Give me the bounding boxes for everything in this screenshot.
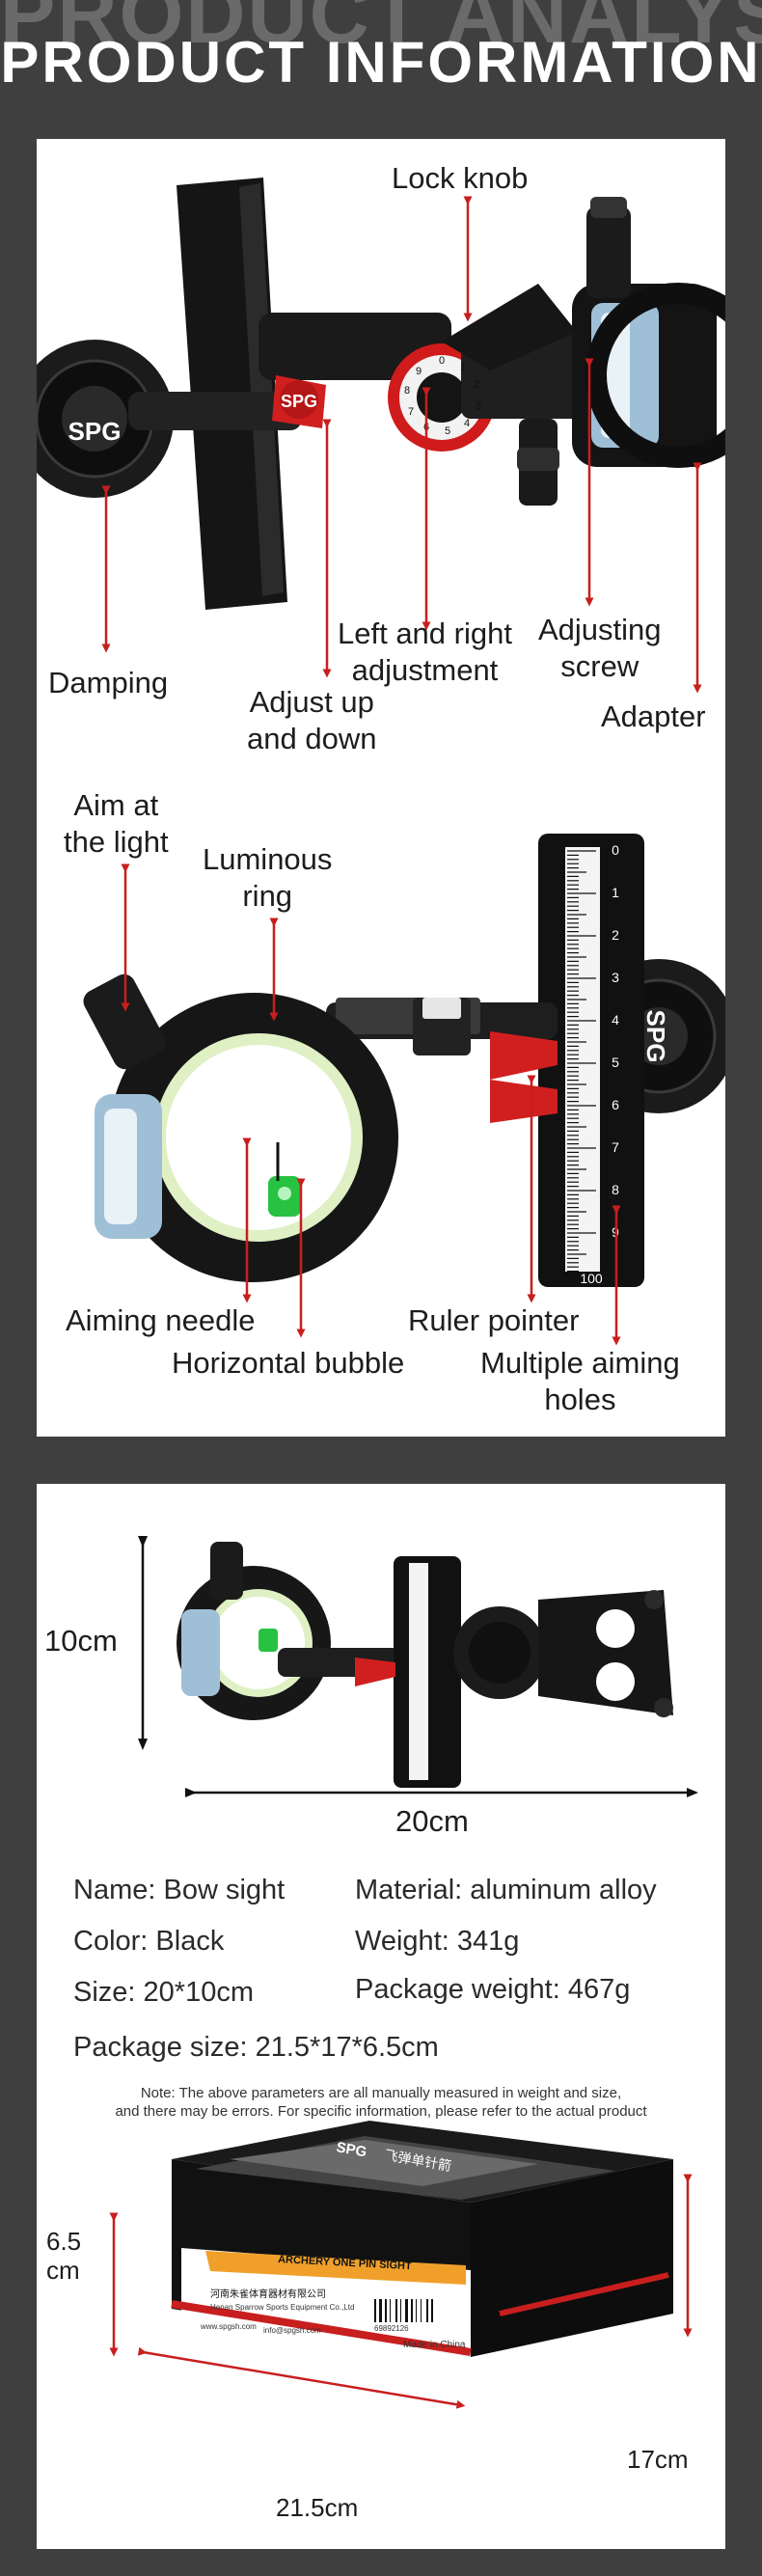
svg-text:8: 8 bbox=[404, 385, 410, 397]
svg-text:9: 9 bbox=[416, 366, 422, 377]
svg-text:0: 0 bbox=[439, 355, 445, 367]
label-left-right-adjustment: Left and right adjustment bbox=[338, 617, 512, 687]
spec-weight: Weight: 341g bbox=[355, 1926, 520, 1957]
svg-text:69892126: 69892126 bbox=[374, 2324, 409, 2333]
svg-text:100: 100 bbox=[580, 1271, 603, 1286]
svg-text:0: 0 bbox=[612, 842, 619, 858]
svg-text:SPG: SPG bbox=[281, 392, 317, 411]
barcode-bar bbox=[395, 2299, 397, 2322]
barcode-bar bbox=[431, 2299, 433, 2322]
barcode-bar bbox=[390, 2299, 391, 2322]
package-box-image bbox=[171, 2121, 673, 2357]
height-dimension-label: 10cm bbox=[44, 1624, 118, 1658]
header-background-text: PRODUCT ANALYSIS bbox=[0, 0, 762, 61]
spec-name: Name: Bow sight bbox=[73, 1875, 286, 1905]
svg-text:SPG: SPG bbox=[335, 2139, 367, 2160]
spec-package-size: Package size: 21.5*17*6.5cm bbox=[73, 2032, 439, 2063]
barcode-bar bbox=[426, 2299, 428, 2322]
spg-logo-mount: SPG bbox=[641, 1010, 670, 1063]
label-ruler-pointer: Ruler pointer bbox=[408, 1303, 580, 1337]
callout-arrows-top bbox=[101, 196, 702, 694]
callout-arrows-bottom bbox=[121, 863, 621, 1346]
barcode-bar bbox=[379, 2299, 382, 2322]
svg-text:info@spgsh.com: info@spgsh.com bbox=[263, 2326, 321, 2335]
svg-text:www.spgsh.com: www.spgsh.com bbox=[200, 2322, 257, 2331]
svg-text:5: 5 bbox=[445, 425, 450, 437]
svg-text:3: 3 bbox=[612, 970, 619, 985]
width-dimension-label: 20cm bbox=[395, 1804, 469, 1838]
parts-diagram-panel: SPG SPG 0 1 2 3 4 5 6 7 8 9 bbox=[37, 139, 725, 1437]
box-length-label: 21.5cm bbox=[276, 2493, 359, 2522]
svg-text:3: 3 bbox=[476, 400, 481, 412]
barcode-bar bbox=[405, 2299, 408, 2322]
barcode-bar bbox=[385, 2299, 387, 2322]
label-multiple-aiming-holes: Multiple aiming holes bbox=[480, 1346, 680, 1416]
sight-side-view bbox=[83, 834, 725, 1287]
spec-package-weight: Package weight: 467g bbox=[355, 1974, 631, 2005]
svg-text:SPG: SPG bbox=[641, 1010, 670, 1063]
box-width-label: 17cm bbox=[627, 2445, 689, 2474]
size-dimension-arrows bbox=[138, 1536, 698, 1797]
barcode-bar bbox=[411, 2299, 413, 2322]
label-damping: Damping bbox=[48, 666, 169, 699]
svg-text:2: 2 bbox=[612, 927, 619, 943]
svg-text:2: 2 bbox=[474, 379, 479, 391]
spec-size: Size: 20*10cm bbox=[73, 1977, 254, 2008]
label-lock-knob: Lock knob bbox=[392, 161, 529, 195]
page-title: PRODUCT INFORMATION bbox=[0, 30, 762, 95]
svg-text:8: 8 bbox=[612, 1182, 619, 1197]
specs-illustration: SPG 飞弹单针箭 ARCHERY ONE PIN SIGHT 河南朱雀体育器材… bbox=[109, 1536, 698, 2409]
label-adjust-up-down: Adjust up and down bbox=[247, 685, 377, 755]
svg-text:7: 7 bbox=[408, 406, 414, 418]
sight-top-view bbox=[37, 178, 725, 610]
svg-text:Made in China: Made in China bbox=[403, 2340, 466, 2350]
measurement-note: Note: The above parameters are all manua… bbox=[115, 2085, 647, 2120]
label-adapter: Adapter bbox=[601, 699, 706, 733]
svg-text:4: 4 bbox=[612, 1012, 619, 1028]
label-adjusting-screw: Adjusting screw bbox=[538, 613, 662, 683]
specs-panel: SPG 飞弹单针箭 ARCHERY ONE PIN SIGHT 河南朱雀体育器材… bbox=[37, 1484, 725, 2549]
svg-text:4: 4 bbox=[464, 418, 470, 429]
svg-text:河南朱雀体育器材有限公司: 河南朱雀体育器材有限公司 bbox=[210, 2288, 326, 2300]
header-banner: PRODUCT ANALYSIS PRODUCT INFORMATION bbox=[0, 0, 762, 135]
spg-logo-damper: SPG bbox=[68, 417, 122, 446]
spg-logo-wing: SPG bbox=[281, 392, 317, 411]
svg-text:1: 1 bbox=[612, 885, 619, 900]
label-horizontal-bubble: Horizontal bubble bbox=[172, 1346, 405, 1380]
label-luminous-ring: Luminous ring bbox=[203, 842, 333, 913]
label-aim-at-light: Aim at the light bbox=[64, 788, 169, 859]
ruler-scale: 0 1 2 3 4 5 6 7 8 9 100 bbox=[567, 842, 619, 1286]
barcode-bar bbox=[421, 2299, 422, 2322]
box-dimension-arrows bbox=[109, 2174, 693, 2409]
parts-illustration: SPG SPG 0 1 2 3 4 5 6 7 8 9 bbox=[37, 178, 725, 1346]
spec-color: Color: Black bbox=[73, 1926, 225, 1957]
box-height-label: 6.5 cm bbox=[46, 2227, 82, 2285]
svg-text:7: 7 bbox=[612, 1139, 619, 1155]
barcode-bar bbox=[416, 2299, 417, 2322]
svg-text:SPG: SPG bbox=[68, 417, 122, 446]
spec-material: Material: aluminum alloy bbox=[355, 1875, 657, 1905]
sight-dimension-image bbox=[177, 1542, 673, 1788]
label-aiming-needle: Aiming needle bbox=[66, 1303, 256, 1337]
barcode-bar bbox=[374, 2299, 376, 2322]
barcode-bar bbox=[400, 2299, 401, 2322]
svg-text:5: 5 bbox=[612, 1055, 619, 1070]
svg-text:Henan Sparrow Sports Equipment: Henan Sparrow Sports Equipment Co.,Ltd bbox=[210, 2303, 354, 2312]
svg-text:1: 1 bbox=[460, 362, 466, 373]
svg-text:6: 6 bbox=[612, 1097, 619, 1112]
